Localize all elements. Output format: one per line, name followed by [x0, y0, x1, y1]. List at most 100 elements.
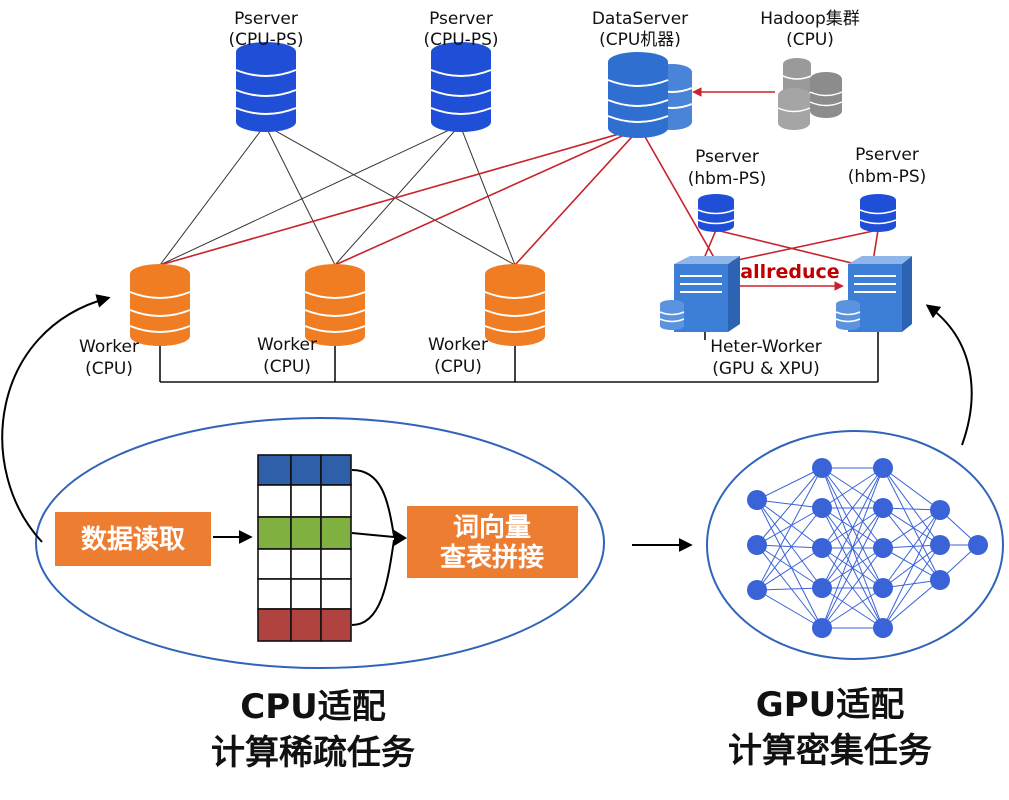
nn-edge [821, 467, 884, 509]
pserver-2-icon [430, 42, 492, 132]
dataserver-type: (CPU机器) [599, 30, 681, 50]
cpu-caption-line-1: CPU适配 [240, 687, 385, 727]
nn-edge [882, 509, 941, 589]
heter-worker-2-icon [835, 256, 912, 332]
dataserver-icon [607, 52, 693, 138]
nn-node [873, 498, 893, 518]
table-merge-arrows [351, 469, 395, 626]
nn-node [812, 578, 832, 598]
worker-3-icon [484, 264, 546, 346]
hbm-1-type: (hbm-PS) [688, 169, 767, 189]
nn-edge [821, 507, 884, 629]
nn-edge [882, 507, 941, 546]
nn-edge [756, 499, 823, 629]
hadoop-type: (CPU) [786, 30, 834, 50]
hadoop-name: Hadoop集群 [760, 9, 860, 29]
left-curved-arrow [1, 294, 111, 543]
lookup-concat-box [407, 506, 578, 578]
nn-node [873, 538, 893, 558]
data-read-box [55, 512, 211, 566]
nn-edge [756, 499, 823, 589]
nn-node [968, 535, 988, 555]
neural-network [747, 458, 988, 638]
nn-node [812, 498, 832, 518]
hadoop-cluster-icon [777, 58, 843, 130]
nn-edge [756, 499, 823, 509]
nn-node [747, 490, 767, 510]
pserver-worker-links [159, 124, 516, 266]
nn-edge [821, 467, 884, 549]
nn-edge [756, 507, 823, 546]
hbm-pserver-1-icon [697, 194, 735, 232]
nn-edge [756, 544, 823, 589]
lookup-line-1: 词向量 [453, 512, 531, 543]
worker-2-name: Worker [257, 335, 317, 355]
nn-edge [756, 499, 823, 549]
nn-node [812, 618, 832, 638]
hbm-1-name: Pserver [695, 147, 759, 167]
dataserver-name: DataServer [592, 9, 688, 29]
gpu-task-ellipse [706, 430, 1004, 660]
nn-node [930, 535, 950, 555]
nn-edge [756, 589, 823, 629]
nn-node [747, 580, 767, 600]
nn-edge [756, 467, 823, 591]
pserver-1-name: Pserver [234, 9, 298, 29]
heter-worker-type: (GPU & XPU) [712, 359, 820, 379]
heter-worker-name: Heter-Worker [710, 337, 822, 357]
worker-1-type: (CPU) [85, 359, 133, 379]
nn-edge [882, 467, 941, 546]
dataserver-worker-links [159, 127, 721, 269]
nn-edge [882, 507, 941, 581]
worker-3-type: (CPU) [434, 357, 482, 377]
cpu-caption-line-2: 计算稀疏任务 [211, 733, 415, 773]
pserver-1-type: (CPU-PS) [228, 30, 303, 50]
embedding-table [257, 454, 352, 642]
worker-2-type: (CPU) [263, 357, 311, 377]
nn-node [812, 458, 832, 478]
nn-edge [756, 547, 823, 591]
nn-edge [756, 467, 823, 501]
worker-1-icon [129, 264, 191, 346]
nn-edge [821, 587, 884, 629]
hbm-2-type: (hbm-PS) [848, 167, 927, 187]
nn-node [747, 535, 767, 555]
nn-edge [882, 509, 941, 629]
pserver-1-icon [235, 42, 297, 132]
nn-edge [882, 509, 941, 549]
worker-2-icon [304, 264, 366, 346]
nn-edge [882, 579, 941, 629]
nn-edge [882, 544, 941, 629]
nn-edge [882, 467, 941, 581]
worker-1-name: Worker [79, 337, 139, 357]
nn-edge [882, 547, 941, 581]
pserver-2-name: Pserver [429, 9, 493, 29]
right-curved-arrow [925, 304, 973, 446]
nn-node [873, 618, 893, 638]
nn-edge [756, 587, 823, 591]
worker-3-name: Worker [428, 335, 488, 355]
hbm-2-name: Pserver [855, 145, 919, 165]
nn-edge [882, 467, 941, 511]
gpu-caption-line-2: 计算密集任务 [728, 731, 932, 771]
pserver-2-type: (CPU-PS) [423, 30, 498, 50]
nn-node [812, 538, 832, 558]
nn-edge [756, 544, 823, 629]
nn-edge [821, 467, 884, 589]
nn-edge [821, 547, 884, 629]
nn-edge [756, 507, 823, 591]
heter-worker-1-icon [659, 256, 740, 332]
nn-edge [821, 467, 884, 629]
data-read-label: 数据读取 [81, 525, 185, 555]
cpu-task-ellipse [35, 417, 605, 669]
nn-node [930, 500, 950, 520]
merge-arrowhead [394, 530, 407, 546]
nn-node [873, 458, 893, 478]
nn-edge [756, 467, 823, 546]
nn-node [930, 570, 950, 590]
allreduce-label: allreduce [740, 261, 839, 283]
nn-node [873, 578, 893, 598]
nn-edge [756, 544, 823, 549]
hbm-pserver-2-icon [859, 194, 897, 232]
